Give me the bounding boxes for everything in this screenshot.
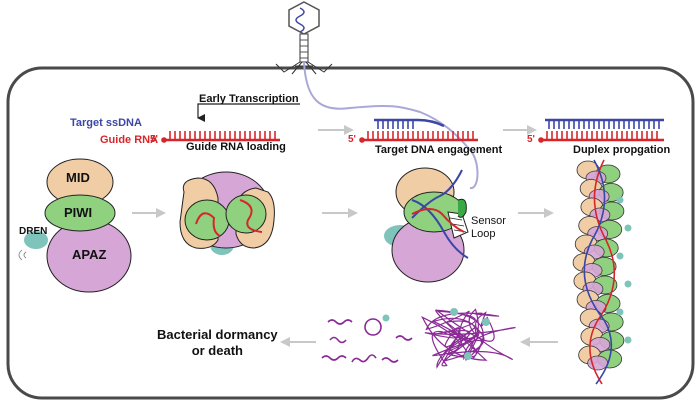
guide-rna-1 xyxy=(161,131,280,143)
label-sensor-loop: Sensor Loop xyxy=(471,215,506,240)
degraded-dna-tangle xyxy=(421,308,516,369)
phage-dna-strand xyxy=(303,61,479,189)
label-apaz: APAZ xyxy=(72,247,107,262)
duplex-strands xyxy=(538,118,664,143)
transcription-arrow xyxy=(197,103,300,122)
label-piwi: PIWI xyxy=(64,205,93,220)
label-mid: MID xyxy=(66,170,90,185)
label-early-transcription: Early Transcription xyxy=(199,93,299,105)
label-five-prime-2: 5' xyxy=(348,134,356,145)
label-guide-loading: Guide RNA loading xyxy=(186,141,286,153)
dimer-complex xyxy=(179,171,275,255)
phage xyxy=(275,1,333,75)
label-outcome: Bacterial dormancy or death xyxy=(157,327,278,358)
bacterial-cell xyxy=(6,66,695,400)
label-target-engagement: Target DNA engagement xyxy=(375,144,503,156)
label-dren: DREN xyxy=(19,226,48,237)
label-five-prime-3: 5' xyxy=(527,134,535,145)
label-target-ssdna: Target ssDNA xyxy=(70,117,142,129)
label-duplex-propagation: Duplex propgation xyxy=(573,144,671,156)
target-engagement-strands xyxy=(359,118,478,143)
engagement-complex xyxy=(384,167,469,283)
argonaute-filament xyxy=(572,159,632,385)
label-guide-rna: Guide RNA xyxy=(100,134,159,146)
degraded-dna xyxy=(321,318,413,363)
label-five-prime-1: 5' xyxy=(150,134,158,145)
argonaute-domains xyxy=(18,158,132,293)
dren-clamps xyxy=(382,308,490,360)
